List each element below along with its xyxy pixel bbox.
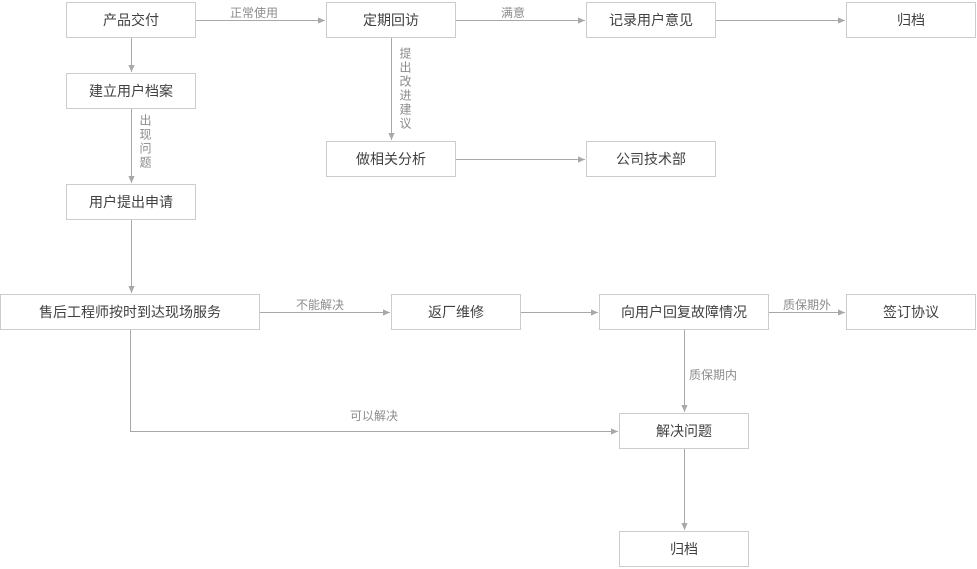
edge-label-in-warranty: 质保期内 <box>689 368 738 382</box>
flow-node-solve-problem: 解决问题 <box>619 413 749 449</box>
flow-node-archive-bottom: 归档 <box>619 531 749 567</box>
edge-label-can-solve: 可以解决 <box>349 409 398 423</box>
edge-label-problem-occurs: 出现问题 <box>138 114 152 170</box>
flow-node-reply-fault: 向用户回复故障情况 <box>599 294 769 330</box>
edge-label-normal-use: 正常使用 <box>229 6 278 20</box>
edge-label-cannot-solve: 不能解决 <box>295 298 344 312</box>
flow-node-product-delivery: 产品交付 <box>66 2 196 38</box>
edge-label-improvement: 提出改进建议 <box>398 47 412 131</box>
edge-label-satisfied: 满意 <box>500 6 525 20</box>
flow-node-archive-top: 归档 <box>846 2 976 38</box>
flow-node-onsite-service: 售后工程师按时到达现场服务 <box>0 294 260 330</box>
flow-node-factory-repair: 返厂维修 <box>391 294 521 330</box>
flow-node-user-request: 用户提出申请 <box>66 184 196 220</box>
flow-node-tech-dept: 公司技术部 <box>586 141 716 177</box>
flow-node-create-user-file: 建立用户档案 <box>66 73 196 109</box>
edge-label-out-of-warranty: 质保期外 <box>782 298 831 312</box>
flow-node-record-feedback: 记录用户意见 <box>586 2 716 38</box>
flow-node-regular-followup: 定期回访 <box>326 2 456 38</box>
connector-onsite-service-to-solve-problem <box>130 330 618 435</box>
flow-node-analysis: 做相关分析 <box>326 141 456 177</box>
flow-node-sign-agreement: 签订协议 <box>846 294 976 330</box>
